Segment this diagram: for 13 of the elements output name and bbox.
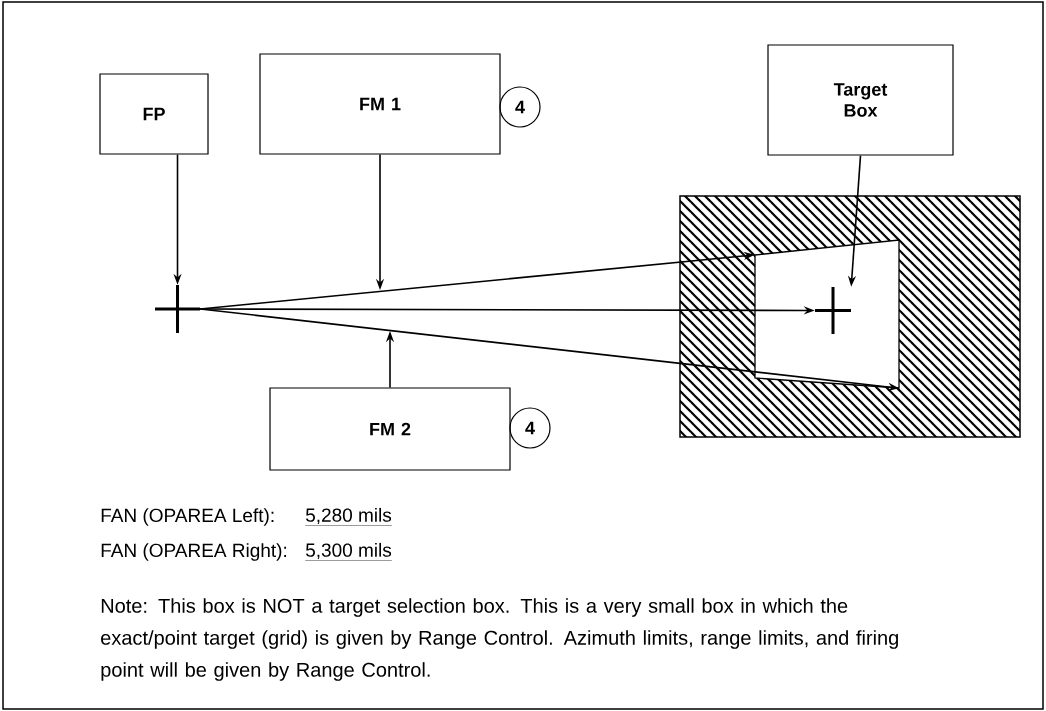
fan-label: FAN (OPAREA Left):: [101, 508, 274, 526]
label-box: Target Box: [767, 44, 954, 156]
crosshair: [153, 283, 202, 335]
fan-value: 5,300 mils: [305, 542, 392, 561]
crosshair: [813, 285, 853, 336]
fan-label: FAN (OPAREA Right):: [101, 543, 287, 561]
circled-number: 4: [499, 86, 541, 128]
fan-value: 5,280 mils: [305, 507, 392, 526]
label-box: FP: [99, 73, 209, 155]
note-text: Note: This box is NOT a target selection box. This is a very small box in which the exact/point target (grid) is given by Range Control. Azimuth limits, range limits, and firing point will be given by Range Control.: [101, 598, 898, 681]
label-box: FM 1: [259, 53, 501, 155]
circled-number: 4: [509, 407, 551, 449]
label-box: FM 2: [269, 387, 511, 471]
